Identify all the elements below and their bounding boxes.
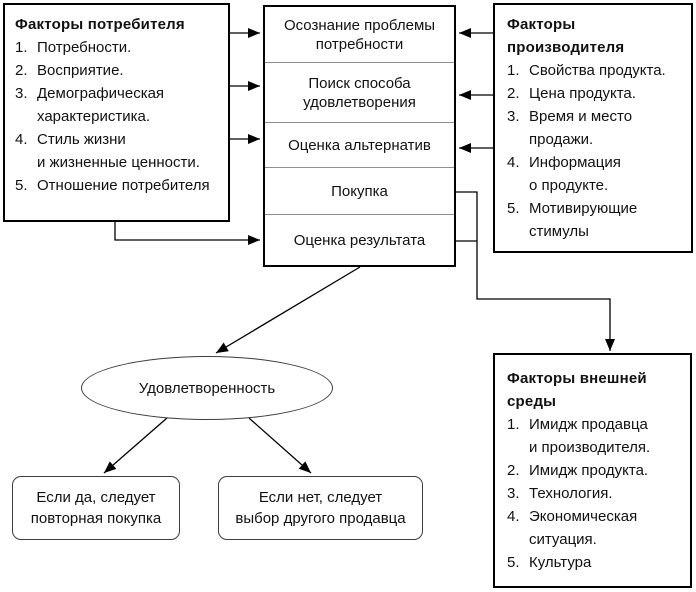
producer-factors-box: Факторы производителя 1. Свойства продук…: [493, 3, 693, 253]
decision-stages-box: Осознание проблемы потребности Поиск спо…: [263, 5, 456, 267]
item-number: 1.: [507, 62, 520, 79]
item-text: и производителя.: [529, 439, 651, 456]
list-line: 2. Цена продукта.: [507, 82, 687, 105]
item-number: 2.: [507, 85, 520, 102]
list-line: 3. Технология.: [507, 482, 686, 505]
item-text: Время и место: [529, 108, 633, 125]
list-line: 5. Отношение потребителя: [15, 174, 224, 197]
other-seller-line1: Если нет, следует: [258, 489, 383, 506]
stage-purchase: Покупка: [265, 167, 454, 214]
item-text: ситуация.: [529, 531, 597, 548]
item-number: 1.: [15, 39, 28, 56]
environment-factors-title: Факторы внешней среды: [507, 370, 647, 410]
environment-factors-box: Факторы внешней среды 1. Имидж продавца …: [493, 353, 692, 588]
item-number: 2.: [15, 62, 28, 79]
item-text: о продукте.: [529, 177, 609, 194]
list-line: 4. Экономическая: [507, 505, 686, 528]
repeat-purchase-line1: Если да, следует: [36, 489, 156, 506]
list-line: 1. Свойства продукта.: [507, 59, 687, 82]
item-number: 5.: [507, 200, 520, 217]
arrow-satisfaction-to-yes: [103, 417, 168, 474]
list-line: характеристика.: [15, 105, 224, 128]
item-text: Восприятие.: [37, 62, 124, 79]
item-text: Технология.: [529, 485, 613, 502]
item-text: и жизненные ценности.: [37, 154, 200, 171]
producer-factors-title: Факторы производителя: [507, 16, 625, 56]
item-number: 2.: [507, 462, 520, 479]
list-line: 5. Мотивирующие: [507, 197, 687, 220]
item-text: Информация: [529, 154, 621, 171]
item-text: Культура: [529, 554, 592, 571]
arrow-consumer-to-stage5: [114, 222, 260, 245]
item-text: Свойства продукта.: [529, 62, 666, 79]
item-number: 3.: [507, 485, 520, 502]
item-text: Цена продукта.: [529, 85, 636, 102]
item-number: 4.: [507, 154, 520, 171]
list-line: 1. Имидж продавца: [507, 413, 686, 436]
other-seller-box: Если нет, следует выбор другого продавца: [218, 476, 423, 540]
item-text: Демографическая: [37, 85, 165, 102]
item-number: 1.: [507, 416, 520, 433]
list-line: 2. Восприятие.: [15, 59, 224, 82]
arrow-result-to-satisfaction: [215, 266, 361, 354]
item-text: Имидж продавца: [529, 416, 648, 433]
list-line: 1. Потребности.: [15, 36, 224, 59]
stage-evaluate-alternatives: Оценка альтернатив: [265, 122, 454, 167]
list-line: продажи.: [507, 128, 687, 151]
list-line: 4. Стиль жизни: [15, 128, 224, 151]
item-number: 5.: [507, 554, 520, 571]
item-text: Имидж продукта.: [529, 462, 649, 479]
list-line: 2. Имидж продукта.: [507, 459, 686, 482]
arrow-satisfaction-to-no: [248, 417, 312, 474]
item-text: Потребности.: [37, 39, 132, 56]
other-seller-line2: выбор другого продавца: [235, 510, 406, 527]
consumer-factors-box: Факторы потребителя 1. Потребности. 2. В…: [3, 3, 230, 222]
item-number: 5.: [15, 177, 28, 194]
list-line: и производителя.: [507, 436, 686, 459]
list-line: ситуация.: [507, 528, 686, 551]
item-number: 4.: [507, 508, 520, 525]
item-number: 3.: [15, 85, 28, 102]
list-line: 4. Информация: [507, 151, 687, 174]
item-number: 3.: [507, 108, 520, 125]
list-line: и жизненные ценности.: [15, 151, 224, 174]
stage-result-evaluation: Оценка результата: [265, 214, 454, 265]
satisfaction-label: Удовлетворенность: [138, 379, 276, 397]
item-text: Мотивирующие: [529, 200, 638, 217]
list-line: 3. Время и место: [507, 105, 687, 128]
repeat-purchase-line2: повторная покупка: [30, 510, 162, 527]
consumer-factors-title: Факторы потребителя: [15, 16, 185, 33]
item-text: характеристика.: [37, 108, 151, 125]
stage-need-recognition: Осознание проблемы потребности: [283, 16, 436, 53]
item-text: Стиль жизни: [37, 131, 126, 148]
item-text: Отношение потребителя: [37, 177, 210, 194]
list-line: стимулы: [507, 220, 687, 243]
satisfaction-ellipse: Удовлетворенность: [81, 356, 333, 420]
item-text: продажи.: [529, 131, 594, 148]
stage-search-for-satisfaction: Поиск способа удовлетворения: [265, 62, 454, 122]
item-number: 4.: [15, 131, 28, 148]
item-text: Экономическая: [529, 508, 638, 525]
list-line: 3. Демографическая: [15, 82, 224, 105]
item-text: стимулы: [529, 223, 589, 240]
repeat-purchase-box: Если да, следует повторная покупка: [12, 476, 180, 540]
list-line: 5. Культура: [507, 551, 686, 574]
list-line: о продукте.: [507, 174, 687, 197]
